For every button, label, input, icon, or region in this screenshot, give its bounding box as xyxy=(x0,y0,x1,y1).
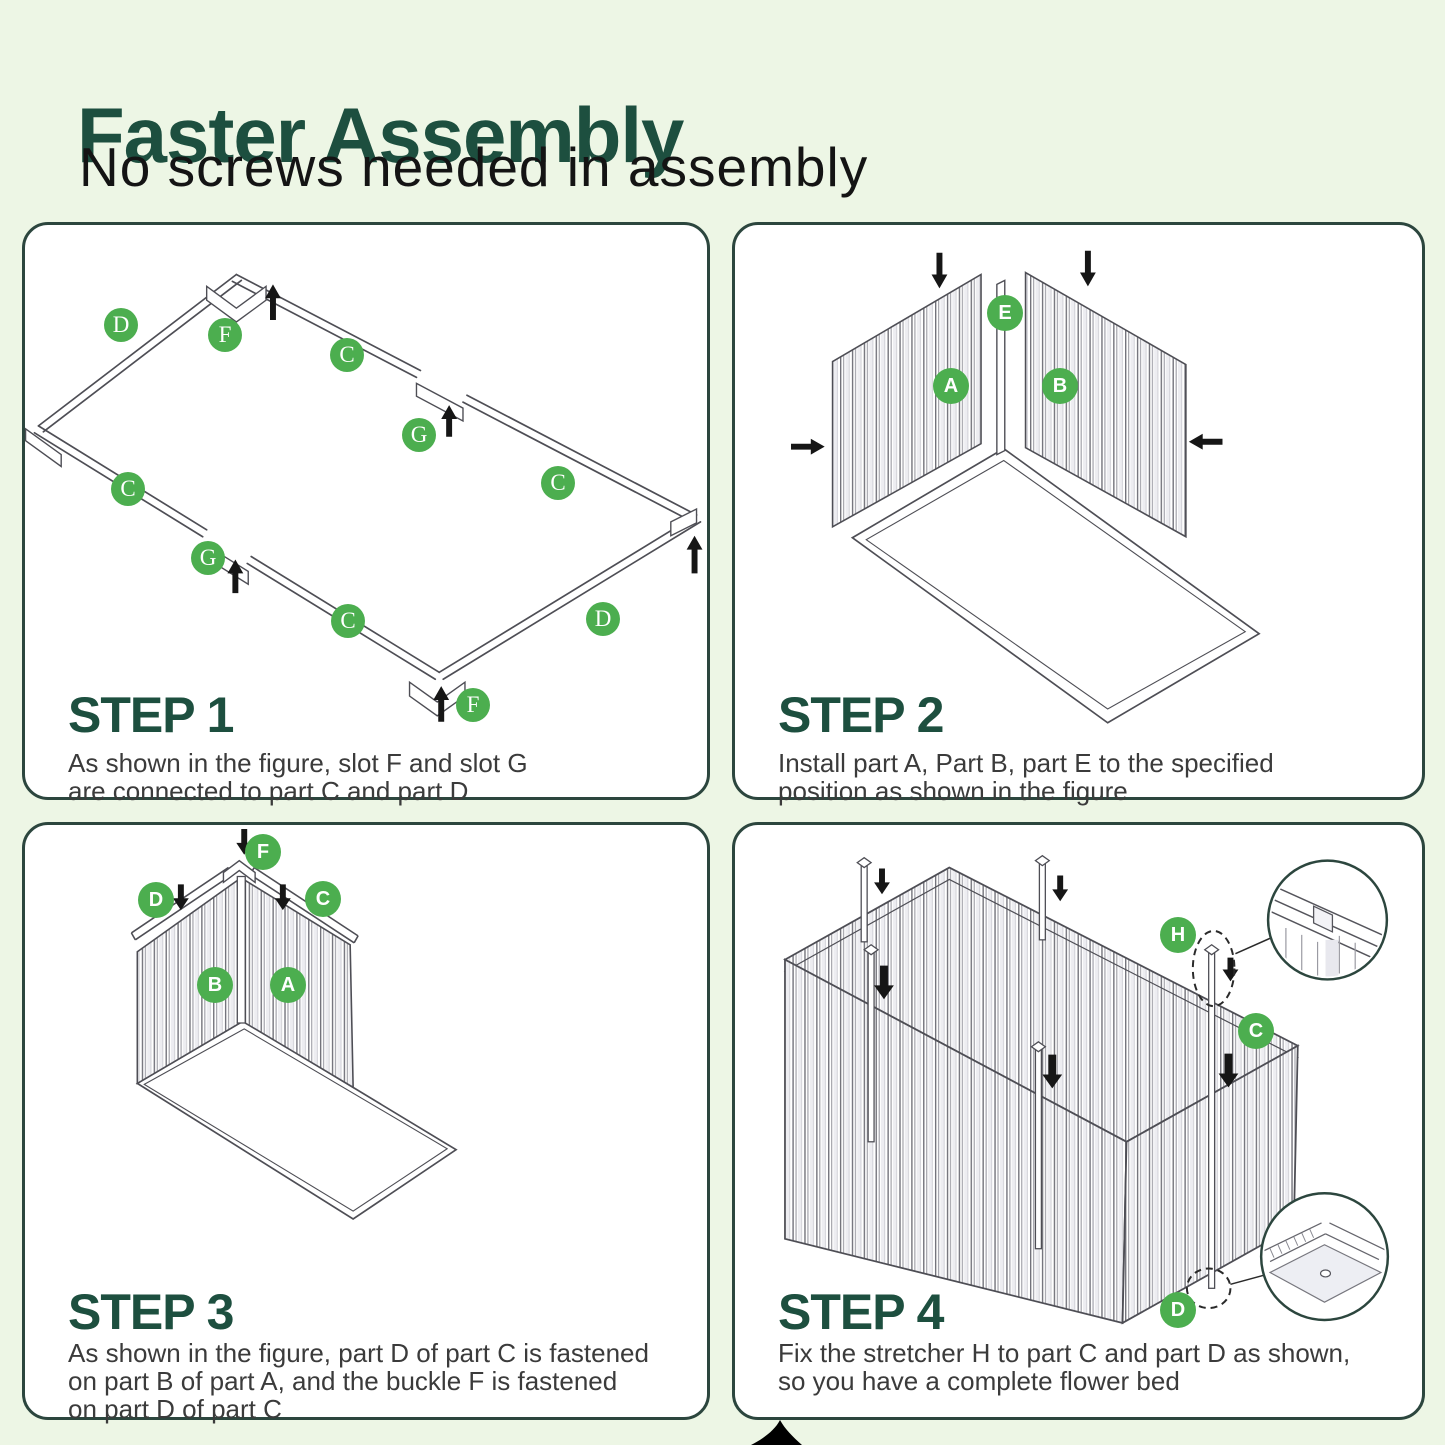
step-4-heading: STEP 4 xyxy=(778,1284,944,1340)
page-subtitle: No screws needed in assembly xyxy=(79,136,869,198)
step-4-description: Fix the stretcher H to part C and part D… xyxy=(778,1338,1351,1396)
part-label-a: A xyxy=(933,368,969,404)
part-label-d: D xyxy=(586,602,620,636)
step-2-heading: STEP 2 xyxy=(778,687,944,743)
part-label-f: F xyxy=(208,318,242,352)
part-label-h: H xyxy=(1160,917,1196,953)
down-arrow-icons xyxy=(874,868,1239,1089)
step-2-description: Install part A, Part B, part E to the sp… xyxy=(778,748,1274,806)
part-label-d: D xyxy=(138,882,174,918)
part-label-g: G xyxy=(191,541,225,575)
part-label-a: A xyxy=(270,967,306,1003)
step-3-heading: STEP 3 xyxy=(68,1284,234,1340)
part-label-e: E xyxy=(987,295,1023,331)
magnifier-callout-top xyxy=(1266,859,1389,981)
magnifier-callout-bottom xyxy=(1259,1192,1390,1322)
base-frame xyxy=(850,447,1261,724)
stretcher-rods xyxy=(856,854,1220,1289)
part-label-g: G xyxy=(402,418,436,452)
part-label-c: C xyxy=(1238,1013,1274,1049)
step-1-heading: STEP 1 xyxy=(68,687,234,743)
part-label-d: D xyxy=(1160,1292,1196,1328)
part-label-c: C xyxy=(305,881,341,917)
up-arrow-icons xyxy=(227,284,703,722)
page-title: Faster Assembly xyxy=(77,91,684,180)
part-label-b: B xyxy=(197,967,233,1003)
step-4-panel: H C D STEP 4 Fix the stretcher H to part… xyxy=(732,822,1425,1420)
step-2-panel: E A B STEP 2 Install part A, Part B, par… xyxy=(732,222,1425,805)
direction-arrow-icons xyxy=(791,250,1223,455)
page-corner-graphic xyxy=(751,1420,802,1445)
part-label-c: C xyxy=(541,466,575,500)
step-1-description: As shown in the figure, slot F and slot … xyxy=(68,748,528,806)
step-3-diagram xyxy=(130,828,458,1221)
detail-markers xyxy=(1185,929,1272,1310)
step-1-diagram xyxy=(25,273,703,722)
buckle-cap xyxy=(222,859,256,884)
part-label-c: C xyxy=(111,472,145,506)
step-3-description: As shown in the figure, part D of part C… xyxy=(68,1338,649,1424)
part-label-c: C xyxy=(331,604,365,638)
part-label-f: F xyxy=(456,688,490,722)
part-label-d: D xyxy=(104,308,138,342)
part-label-f: F xyxy=(245,834,281,870)
step-3-panel: F D C B A STEP 3 As shown in the figure,… xyxy=(22,822,710,1424)
part-label-b: B xyxy=(1042,368,1078,404)
step-1-panel: D F C G C C G C D F STEP 1 As shown in t… xyxy=(22,222,710,805)
part-label-c: C xyxy=(330,338,364,372)
step-4-diagram xyxy=(783,854,1390,1325)
